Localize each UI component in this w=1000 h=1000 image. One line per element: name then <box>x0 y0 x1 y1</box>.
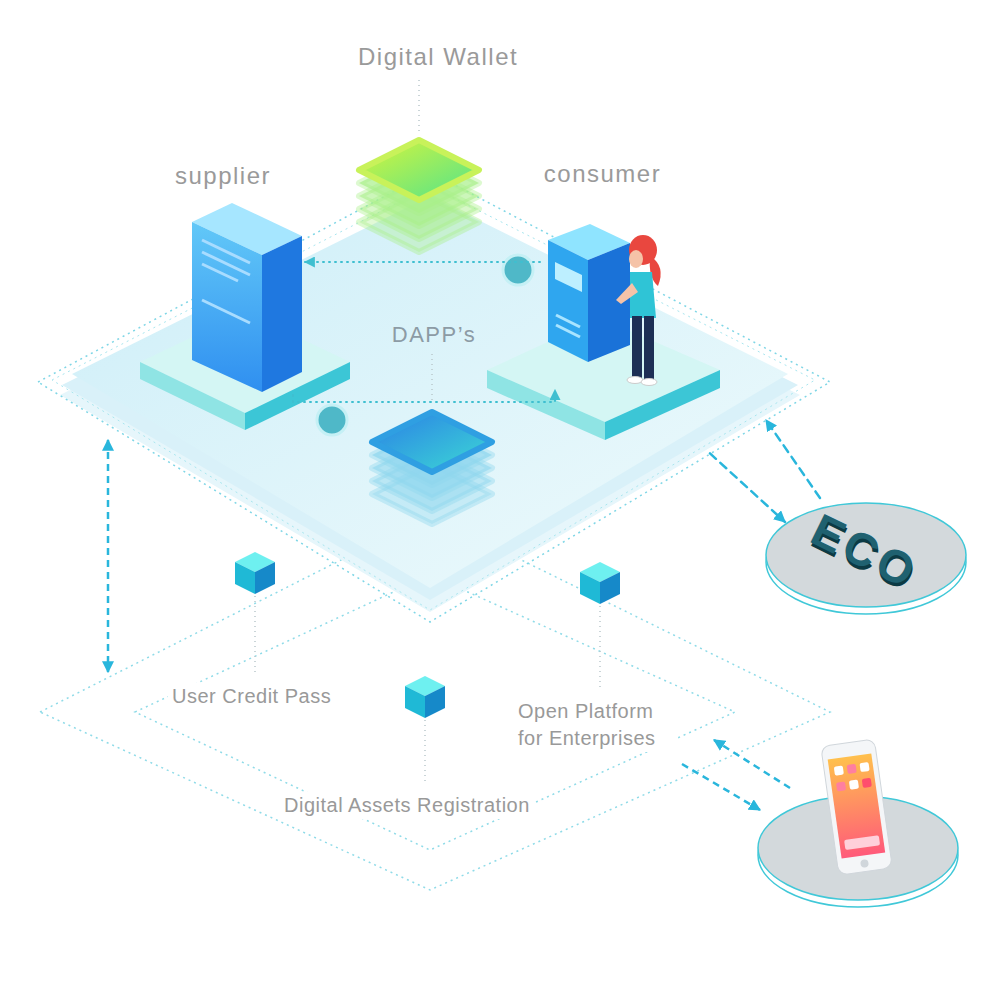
terminal-machine <box>548 224 630 362</box>
phone-arrow <box>714 740 790 788</box>
cube-side <box>600 572 620 604</box>
flow-connector <box>305 261 540 263</box>
supplier-server: supplier <box>185 200 305 395</box>
double-arrow <box>107 440 110 672</box>
feature-label: Digital Assets Registration <box>280 792 534 819</box>
platform: DAPP’sDigital Walletsupplierconsumer <box>38 170 830 620</box>
eco-text: ECO <box>765 486 965 615</box>
eco-connector <box>710 453 785 522</box>
tower-stripes <box>202 240 250 323</box>
app-icon <box>847 764 857 774</box>
app-icon <box>844 835 880 850</box>
torso <box>630 272 656 318</box>
machine-side <box>588 243 630 362</box>
platform-top <box>72 196 788 588</box>
tower-front <box>192 222 262 392</box>
stacks-and-cubes <box>235 140 620 718</box>
app-icon <box>849 780 859 790</box>
app-icon <box>860 762 870 772</box>
stripe <box>202 252 250 275</box>
leader-line <box>254 596 256 676</box>
leader-line <box>418 80 420 132</box>
wallet-top <box>359 140 479 200</box>
coin <box>317 405 347 435</box>
layer-arrow <box>108 440 790 810</box>
node-label: supplier <box>163 162 283 191</box>
eco-disk-node: ECO <box>765 500 965 610</box>
stripe <box>202 240 250 263</box>
feature-label: Open Platform for Enterprises <box>514 698 678 752</box>
machine-screen <box>555 262 582 292</box>
phone <box>821 739 893 875</box>
wallet-stack: Digital Wallet <box>358 140 480 250</box>
dapp-top <box>372 412 492 472</box>
cube-side <box>425 686 445 718</box>
person <box>616 235 661 386</box>
consumer-terminal: consumer <box>540 225 665 390</box>
leader-line <box>431 354 433 404</box>
home-button <box>860 859 869 868</box>
machine-slot <box>556 325 580 337</box>
lower-layer-inner <box>135 575 735 850</box>
phone-body <box>821 739 893 875</box>
cube-side <box>255 562 275 594</box>
eco-connector <box>766 420 820 498</box>
cube-side <box>405 686 425 718</box>
app-icon <box>836 781 846 791</box>
machine-front <box>548 240 588 362</box>
cube-side <box>235 562 255 594</box>
slab-side <box>605 370 720 440</box>
phone-screen <box>828 753 885 858</box>
coin <box>503 255 533 285</box>
phone-arrow <box>682 764 760 810</box>
face <box>629 250 643 268</box>
app-icon <box>834 766 844 776</box>
stripe <box>202 264 238 281</box>
node-label: Digital Wallet <box>358 43 480 72</box>
cube-side <box>580 572 600 604</box>
platform-outline <box>38 172 830 622</box>
leader-line <box>599 606 601 690</box>
upper-platform <box>38 172 830 622</box>
server-tower <box>192 203 302 392</box>
app-icon <box>862 778 872 788</box>
platform-outline <box>52 186 815 610</box>
stripe <box>202 300 250 323</box>
node-label: consumer <box>540 160 665 189</box>
feature-label: User Credit Pass <box>168 683 335 710</box>
leg <box>632 316 642 378</box>
arm <box>616 283 638 304</box>
flow-connector <box>293 390 555 402</box>
leg <box>644 316 654 380</box>
leader-line <box>424 720 426 784</box>
shoe <box>641 379 657 386</box>
tower-side <box>262 236 302 392</box>
slab-side <box>487 370 605 440</box>
node-label: DAPP’s <box>38 322 830 348</box>
